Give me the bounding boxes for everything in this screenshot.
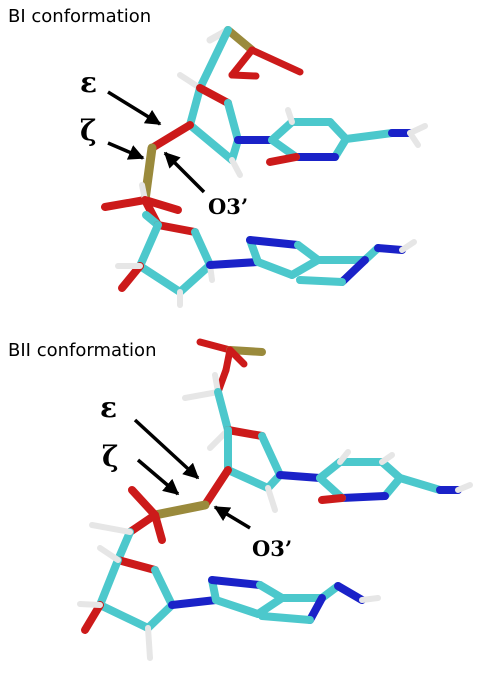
bii-annotation-arrows: [133, 418, 251, 530]
bi-epsilon-label: ε: [80, 66, 97, 99]
bii-molecule: [77, 338, 473, 661]
bi-o3-label: O3’: [208, 194, 248, 219]
bii-o3-label: O3’: [252, 536, 292, 561]
bi-annotation-arrows: [107, 90, 206, 194]
panel-bii-title: BII conformation: [8, 340, 157, 361]
panel-bi-title: BI conformation: [8, 6, 152, 27]
bi-zeta-label: ζ: [80, 114, 97, 147]
bii-zeta-label: ζ: [102, 440, 119, 473]
bii-epsilon-label: ε: [100, 391, 117, 424]
bi-molecule: [101, 26, 428, 308]
